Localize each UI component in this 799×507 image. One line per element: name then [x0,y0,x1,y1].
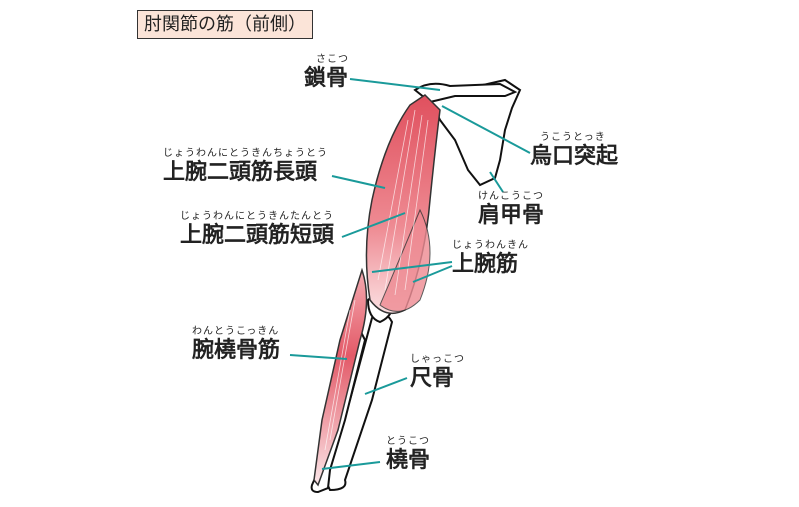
label-text: 腕橈骨筋 [192,338,281,363]
label-ruby: さこつ [316,54,349,65]
label-text: 橈骨 [386,448,431,473]
label-ruby: けんこうこつ [478,191,544,202]
brachialis-muscle [379,208,431,312]
label-coracoid: うこうとっき 烏口突起 [530,132,618,170]
label-biceps-short-head: じょうわんにとうきんたんとう 上腕二頭筋短頭 [180,211,334,249]
label-ulna: しゃっこつ 尺骨 [410,354,465,392]
label-biceps-long-head: じょうわんにとうきんちょうとう 上腕二頭筋長頭 [163,148,328,186]
clavicle-bone [413,82,518,104]
biceps-muscle [365,94,441,315]
label-ruby: しゃっこつ [410,354,465,365]
label-text: 上腕二頭筋短頭 [180,223,335,248]
brachioradialis-muscle [313,267,368,487]
label-ruby: じょうわんきん [452,240,529,251]
page-title: 肘関節の筋（前側） [137,10,313,39]
label-ruby: じょうわんにとうきんちょうとう [163,148,328,159]
label-text: 上腕筋 [452,252,519,277]
label-brachialis: じょうわんきん 上腕筋 [452,240,529,278]
label-ruby: とうこつ [386,436,430,447]
label-clavicle: さこつ 鎖骨 [304,54,349,92]
label-radius: とうこつ 橈骨 [386,436,430,474]
label-ruby: うこうとっき [540,132,606,143]
leader-lines [289,78,531,470]
scapula-bone [428,78,522,187]
label-text: 鎖骨 [304,66,349,91]
label-text: 上腕二頭筋長頭 [163,160,318,185]
label-text: 烏口突起 [530,144,619,169]
label-text: 肩甲骨 [478,203,545,228]
label-ruby: わんとうこっきん [192,326,280,337]
label-brachioradialis: わんとうこっきん 腕橈骨筋 [192,326,280,364]
label-text: 尺骨 [410,366,455,391]
label-ruby: じょうわんにとうきんたんとう [180,211,334,222]
label-scapula: けんこうこつ 肩甲骨 [478,191,544,229]
